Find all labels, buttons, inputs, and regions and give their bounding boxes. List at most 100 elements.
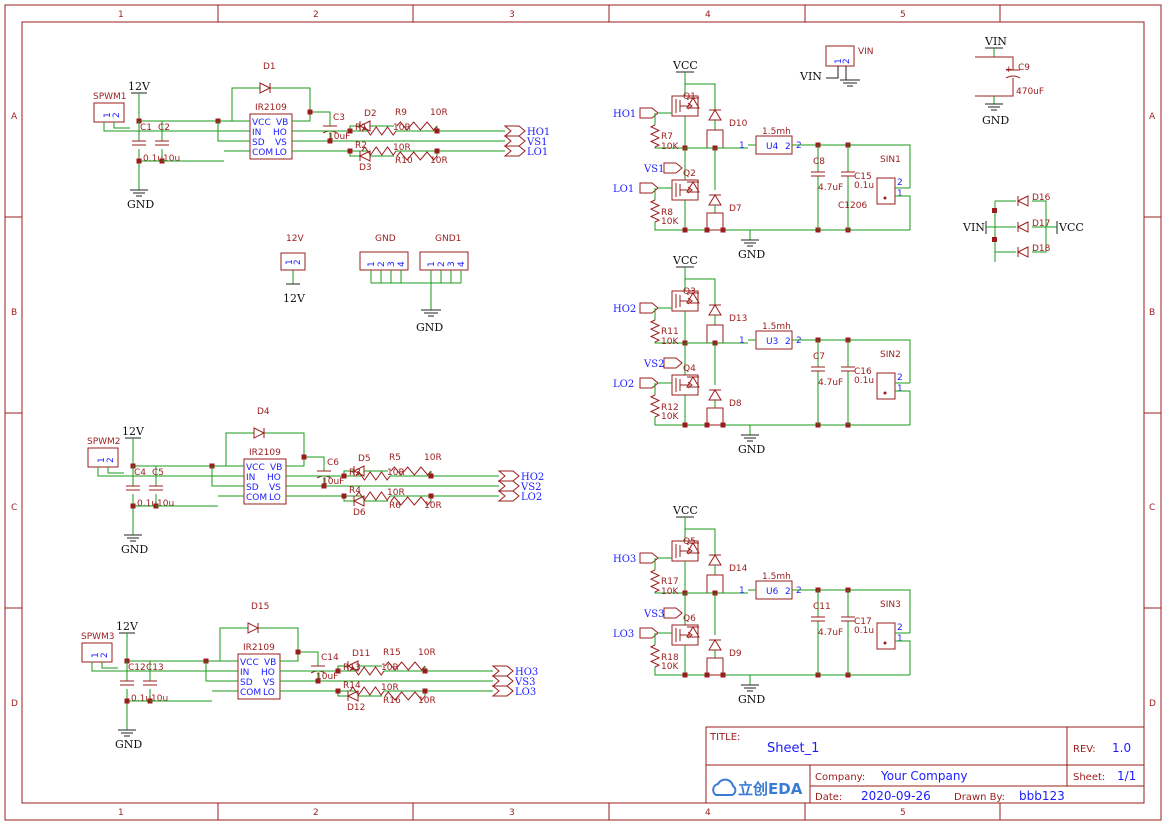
cap-a-label: C4 xyxy=(134,468,146,478)
lo-gate-res-label: R4 xyxy=(349,486,361,496)
lo-res-label: R16 xyxy=(383,696,401,706)
spwm-pin1: 1 xyxy=(97,457,107,463)
net-12v-mid: 12V xyxy=(283,292,306,305)
net-12v-driver: 12V xyxy=(116,620,139,633)
net-vs3-out: VS3 xyxy=(514,677,535,688)
svg-text:+: + xyxy=(1005,65,1013,75)
frame-row-d-right: D xyxy=(1149,699,1156,709)
lo-gate-res-value: 10R xyxy=(393,143,411,153)
net-vs2-out: VS2 xyxy=(520,482,541,493)
spwm-label: SPWM2 xyxy=(87,437,121,447)
cap-small-value: 0.1u xyxy=(854,181,874,191)
conn-gnd-pin3: 3 xyxy=(387,261,397,267)
r-low-value: 10K xyxy=(661,412,679,422)
spwm-pin2: 2 xyxy=(106,457,116,463)
ic-pin-sd: SD xyxy=(252,138,265,148)
net-vs2-in: VS2 xyxy=(643,359,664,370)
connector-vin: VIN 1 2 VIN xyxy=(799,45,874,87)
frame-row-a-left: A xyxy=(11,112,18,122)
ic-pin-com: COM xyxy=(240,688,261,698)
conn-gnd-pin4: 4 xyxy=(397,261,407,267)
r-low-label: R18 xyxy=(661,653,679,663)
net-vs1-in: VS1 xyxy=(643,164,664,175)
ho-res-label: R15 xyxy=(383,648,401,658)
d-low-label: D9 xyxy=(729,649,742,659)
d-high-label: D13 xyxy=(729,314,747,324)
cap-big-label: C7 xyxy=(813,352,825,362)
net-vcc-or: VCC xyxy=(1058,221,1084,234)
ic-pin-vs: VS xyxy=(269,483,281,493)
spwm-pin2: 2 xyxy=(112,112,122,118)
cap-big-value: 4.7uF xyxy=(818,628,843,638)
title-value: Sheet_1 xyxy=(767,741,819,756)
sin-pin1: 1 xyxy=(897,189,903,199)
net-lo3-in: LO3 xyxy=(613,629,634,640)
net-vcc-bridge: VCC xyxy=(672,504,698,517)
sin-pin1: 1 xyxy=(897,634,903,644)
boot-cap-label: C14 xyxy=(321,653,339,663)
cap-big-value: 4.7uF xyxy=(818,183,843,193)
ho-res-value: 10R xyxy=(430,108,448,118)
net-12v-driver: 12V xyxy=(122,425,145,438)
r-high-label: R7 xyxy=(661,132,673,142)
q-low-label: Q2 xyxy=(683,169,696,179)
eda-logo-text: 立创EDA xyxy=(738,780,803,798)
frame-col-5-bottom: 5 xyxy=(900,808,906,818)
ho-gate-res-label: R1 xyxy=(355,123,367,133)
cap-b-value: 10u xyxy=(157,499,174,509)
ho-res-value: 10R xyxy=(424,453,442,463)
net-ho1-in: HO1 xyxy=(613,109,636,120)
rev-value: 1.0 xyxy=(1112,741,1131,755)
company-value: Your Company xyxy=(880,769,968,783)
ic-pin-ho: HO xyxy=(273,128,287,138)
ic-pin-vcc: VCC xyxy=(240,658,259,668)
date-label: Date: xyxy=(815,792,842,803)
ho-gate-res-label: R13 xyxy=(343,663,361,673)
ho-diode-label: D5 xyxy=(358,454,371,464)
boot-cap-value: 10uF xyxy=(322,477,344,487)
ind-pin2-out: 2 xyxy=(796,336,802,346)
net-vin-or: VIN xyxy=(962,221,985,234)
boot-diode-label: D15 xyxy=(251,602,269,612)
vin-conn-pin2: 2 xyxy=(842,58,852,64)
ho-res-label: R5 xyxy=(389,453,401,463)
r-low-label: R8 xyxy=(661,208,673,218)
cap-b-value: 10u xyxy=(151,694,168,704)
net-vcc-bridge: VCC xyxy=(672,254,698,267)
ic-pin-sd: SD xyxy=(240,678,253,688)
d16-label: D16 xyxy=(1032,193,1051,203)
conn-gnd1-pin4: 4 xyxy=(457,261,467,267)
q-low-label: Q6 xyxy=(683,614,696,624)
inductor-value: 1.5mh xyxy=(762,572,791,582)
cap-b-label: C2 xyxy=(158,123,170,133)
lo-gate-res-label: R14 xyxy=(343,681,361,691)
net-vs1-out: VS1 xyxy=(526,137,547,148)
boot-cap-value: 10uF xyxy=(316,672,338,682)
net-lo1-out: LO1 xyxy=(527,147,548,158)
boot-cap-label: C3 xyxy=(333,113,345,123)
cloud-logo-icon xyxy=(712,778,737,796)
cap-small-label: C16 xyxy=(854,367,872,377)
date-value: 2020-09-26 xyxy=(861,789,931,803)
d18-label: D18 xyxy=(1032,244,1051,254)
ind-pin2: 2 xyxy=(785,337,791,347)
lo-res-label: R6 xyxy=(389,501,401,511)
frame-col-4-bottom: 4 xyxy=(705,808,711,818)
frame-row-c-right: C xyxy=(1149,503,1155,513)
conn-gnd1-pin3: 3 xyxy=(447,261,457,267)
conn-gnd-label: GND xyxy=(375,234,396,244)
conn-gnd1-label: GND1 xyxy=(435,234,461,244)
d17-label: D17 xyxy=(1032,219,1050,229)
capacitor-c9: VIN + C9 470uF GND xyxy=(975,35,1044,127)
company-label: Company: xyxy=(815,772,865,783)
spwm-pin1: 1 xyxy=(103,112,113,118)
lo-res-value: 10R xyxy=(424,501,442,511)
cap-big-label: C11 xyxy=(813,602,831,612)
net-lo2-out: LO2 xyxy=(521,492,542,503)
ic-pin-in: IN xyxy=(246,473,255,483)
conn-gnd-pin1: 1 xyxy=(367,261,377,267)
cap-small-value: 0.1u xyxy=(854,626,874,636)
ho-gate-res-value: 10R xyxy=(393,123,411,133)
